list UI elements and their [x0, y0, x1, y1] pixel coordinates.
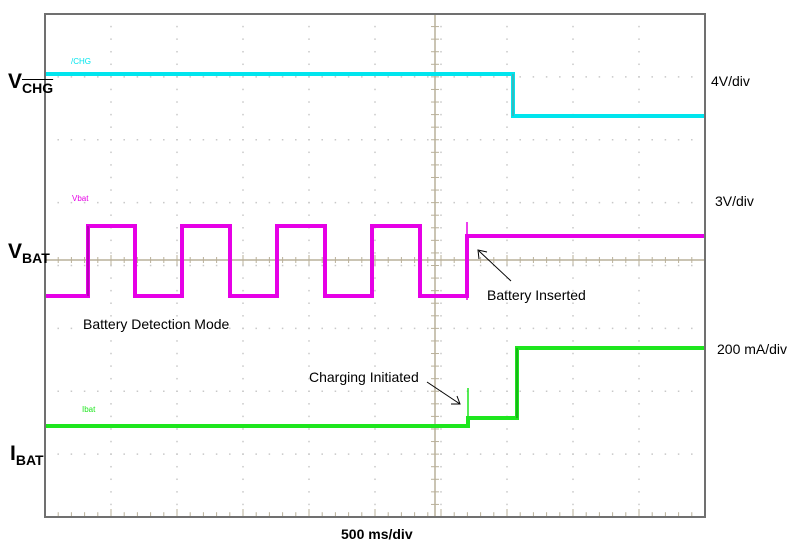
- trace-ibat: [46, 346, 705, 428]
- time-scale-label: 500 ms/div: [341, 526, 413, 542]
- scale-ibat: 200 mA/div: [717, 341, 788, 357]
- trace-vbat: [46, 224, 705, 298]
- annotation-battery-detection: Battery Detection Mode: [83, 316, 230, 332]
- trace-label-ibat: Ibat: [82, 405, 96, 414]
- trace-label-vbat: Vbat: [72, 194, 89, 203]
- trace-chg: [46, 72, 705, 118]
- channel-label-vchg: VCHG: [8, 70, 54, 96]
- channel-label-vbat: VBAT: [8, 240, 50, 266]
- trace-label-chg: /CHG: [71, 57, 91, 66]
- annotation-charging-initiated: Charging Initiated: [309, 369, 419, 385]
- channel-label-ibat: IBAT: [10, 442, 44, 468]
- arrow-battery-inserted: [477, 249, 512, 282]
- annotation-battery-inserted: Battery Inserted: [487, 287, 586, 303]
- arrow-charging-initiated: [426, 381, 461, 405]
- grid-dots: [44, 13, 706, 518]
- scale-vbat: 3V/div: [715, 193, 754, 209]
- scale-chg: 4V/div: [711, 73, 750, 89]
- plot-frame: [44, 13, 706, 518]
